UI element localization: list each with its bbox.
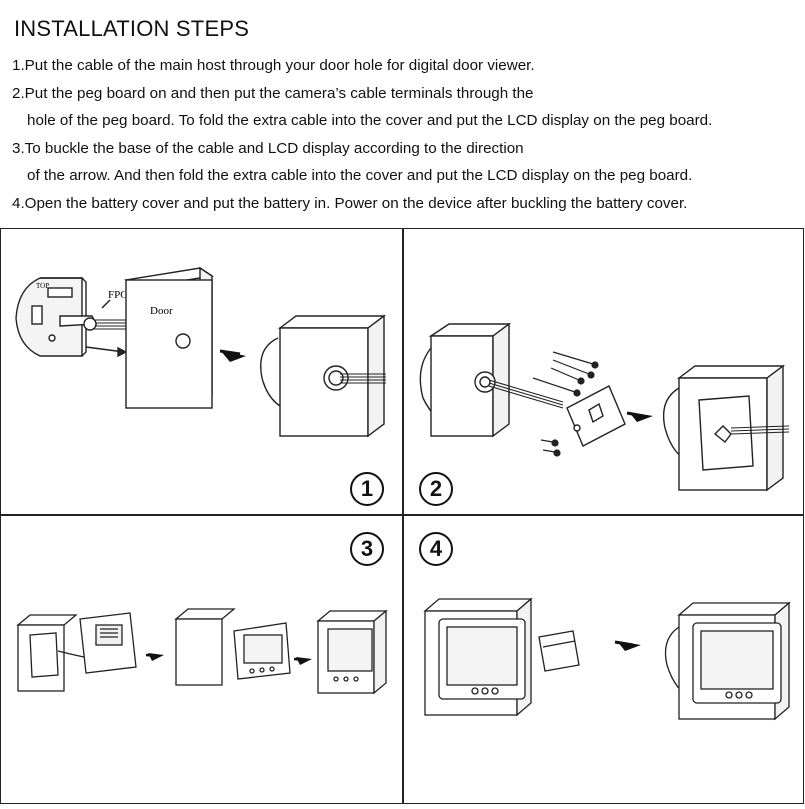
step-1-illustration: FPC TOP Door: [15, 266, 387, 438]
step-number-4: 4: [419, 532, 453, 566]
panel-step-1: FPC TOP Door 1: [0, 228, 402, 514]
door-base-drawing: [16, 614, 85, 692]
camera-module-drawing: [15, 277, 128, 358]
door-with-cable-drawing: [419, 322, 564, 438]
panel-step-4: 4: [403, 515, 804, 804]
step-3-illustration: [16, 608, 388, 695]
step-2-text: 2.Put the peg board on and then put the …: [12, 84, 534, 102]
fpc-label: FPC: [108, 289, 128, 301]
step-number-2: 2: [419, 472, 453, 506]
steps-list: 1.Put the cable of the main host through…: [12, 52, 712, 218]
door-label: Door: [150, 305, 173, 317]
top-label: TOP: [36, 282, 49, 290]
step-3-continued-text: of the arrow. And then fold the extra ca…: [27, 167, 693, 185]
step-1-text: 1.Put the cable of the main host through…: [12, 57, 535, 74]
lcd-installed-drawing: [316, 609, 388, 695]
step-number-3: 3: [350, 532, 384, 566]
lcd-back-drawing: [79, 612, 137, 674]
device-closed-drawing: [664, 601, 791, 721]
grid-divider-vertical: [402, 228, 404, 804]
step-2-illustration: [419, 322, 790, 492]
page-title: INSTALLATION STEPS: [14, 16, 250, 41]
panel-step-2: 2: [403, 228, 804, 514]
installed-view-drawing: [260, 314, 387, 438]
step-4-illustration: [423, 597, 791, 721]
installed-peg-board-drawing: [662, 364, 790, 492]
battery-drawing: [538, 630, 580, 672]
step-3-text: 3.To buckle the base of the cable and LC…: [12, 139, 524, 157]
lcd-mounting-drawing: [174, 608, 291, 686]
panel-step-3: 3: [0, 515, 402, 804]
step-2-continued-text: hole of the peg board. To fold the extra…: [27, 112, 713, 130]
device-open-drawing: [423, 597, 533, 717]
peg-board-drawing: [566, 385, 626, 447]
grid-divider-horizontal: [0, 514, 804, 516]
screws-drawing: [532, 351, 599, 457]
step-number-1: 1: [350, 472, 384, 506]
door-block-drawing: [124, 266, 214, 409]
step-4-text: 4.Open the battery cover and put the bat…: [12, 194, 688, 212]
